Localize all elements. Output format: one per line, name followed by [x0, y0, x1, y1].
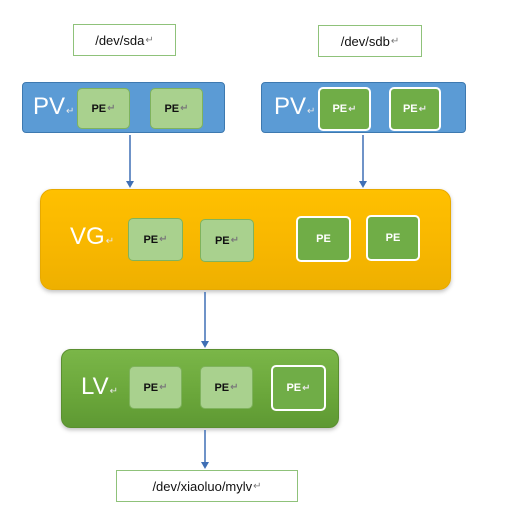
- pv-right-title-text: PV: [274, 93, 307, 120]
- pv-left-title: PV↵: [33, 93, 74, 121]
- vg-title-text: VG: [70, 223, 105, 250]
- paragraph-mark-icon: ↵: [418, 103, 428, 115]
- pe-block: PE↵: [271, 365, 326, 411]
- pe-block: PE↵: [200, 366, 253, 409]
- pe-block: PE↵: [318, 87, 371, 131]
- arrowhead-icon: [201, 341, 209, 348]
- pv-right-box: PV↵ PE↵ PE↵: [261, 82, 466, 133]
- dev-sda-label: /dev/sda↵: [73, 24, 176, 56]
- lv-title-text: LV: [81, 373, 109, 400]
- pe-label: PE: [143, 233, 159, 246]
- arrowhead-icon: [126, 181, 134, 188]
- pv-right-title: PV↵: [274, 93, 315, 121]
- paragraph-mark-icon: ↵: [230, 235, 240, 246]
- paragraph-mark-icon: ↵: [145, 34, 154, 46]
- pe-label: PE: [286, 382, 302, 394]
- paragraph-mark-icon: ↵: [307, 106, 316, 117]
- pv-left-title-text: PV: [33, 93, 66, 120]
- lv-path-text: /dev/xiaoluo/mylv: [152, 478, 253, 494]
- pe-label: PE: [214, 381, 230, 394]
- pe-block: PE↵: [200, 219, 254, 262]
- lv-title: LV↵: [81, 373, 118, 401]
- paragraph-mark-icon: ↵: [66, 106, 75, 117]
- pe-block: PE↵: [128, 218, 183, 261]
- pe-label: PE: [91, 102, 107, 115]
- paragraph-mark-icon: ↵: [107, 103, 116, 114]
- paragraph-mark-icon: ↵: [390, 35, 400, 47]
- pe-block: PE↵: [389, 87, 441, 131]
- pe-block: PE: [296, 216, 351, 262]
- lv-box: LV↵ PE↵ PE↵ PE↵: [61, 349, 339, 428]
- pe-label: PE: [143, 381, 159, 394]
- paragraph-mark-icon: ↵: [105, 236, 115, 247]
- dev-sdb-text: /dev/sdb: [340, 33, 390, 49]
- pe-block: PE↵: [77, 88, 130, 129]
- paragraph-mark-icon: ↵: [253, 480, 262, 492]
- vg-box: VG↵ PE↵ PE↵ PE PE: [40, 189, 451, 290]
- pe-block: PE↵: [150, 88, 203, 129]
- paragraph-mark-icon: ↵: [109, 386, 118, 397]
- lv-path-label: /dev/xiaoluo/mylv↵: [116, 470, 298, 502]
- paragraph-mark-icon: ↵: [159, 382, 168, 393]
- dev-sda-text: /dev/sda: [95, 32, 145, 48]
- paragraph-mark-icon: ↵: [348, 103, 357, 115]
- dev-sdb-label: /dev/sdb↵: [318, 25, 422, 57]
- pe-block: PE: [366, 215, 420, 261]
- pe-label: PE: [214, 234, 230, 247]
- pe-block: PE↵: [129, 366, 182, 409]
- pe-label: PE: [332, 103, 348, 115]
- arrowhead-icon: [201, 462, 209, 469]
- paragraph-mark-icon: ↵: [180, 103, 189, 114]
- paragraph-mark-icon: ↵: [302, 382, 311, 394]
- pe-label: PE: [402, 103, 418, 115]
- paragraph-mark-icon: ↵: [159, 234, 168, 245]
- pe-label: PE: [164, 102, 180, 115]
- arrowhead-icon: [359, 181, 367, 188]
- paragraph-mark-icon: ↵: [230, 382, 239, 393]
- vg-title: VG↵: [70, 223, 114, 251]
- pe-label: PE: [316, 233, 331, 245]
- pv-left-box: PV↵ PE↵ PE↵: [22, 82, 225, 133]
- pe-label: PE: [385, 232, 401, 244]
